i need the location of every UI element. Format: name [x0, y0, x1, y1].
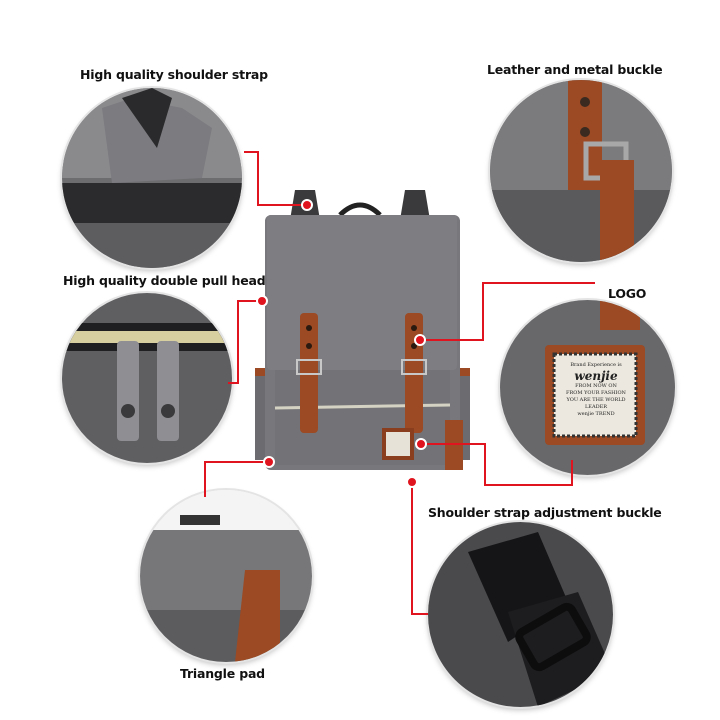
logo-line4: YOU ARE THE WORLD LEADER — [566, 397, 626, 410]
hotspot-pull-head-icon — [256, 295, 268, 307]
hotspot-triangle-pad-icon — [263, 456, 275, 468]
label-buckle: Leather and metal buckle — [487, 62, 663, 77]
logo-line5: wenjie TREND — [577, 411, 615, 417]
label-logo: LOGO — [608, 286, 647, 301]
label-adjust-buckle: Shoulder strap adjustment buckle — [428, 505, 662, 520]
logo-brand: wenjie — [574, 369, 618, 383]
detail-logo: Brand Experience is wenjie FROM NOW ON F… — [500, 300, 675, 475]
adjust-buckle-image — [428, 522, 613, 707]
connector-triangle-pad — [204, 461, 269, 497]
detail-adjust-buckle — [428, 522, 613, 707]
logo-line2: FROM NOW ON — [575, 383, 617, 389]
label-triangle-pad: Triangle pad — [180, 666, 265, 681]
label-pull-head: High quality double pull head — [63, 273, 266, 288]
hotspot-shoulder-strap-icon — [301, 199, 313, 211]
hotspot-logo-icon — [415, 438, 427, 450]
pull-head-image — [62, 293, 232, 463]
connector-shoulder-strap — [244, 151, 307, 206]
connector-logo — [421, 443, 573, 486]
connector-buckle — [420, 282, 595, 341]
logo-line3: FROM YOUR FASHION — [566, 390, 626, 396]
connector-adjust-buckle — [411, 482, 428, 615]
logo-line1: Brand Experience is — [570, 362, 622, 368]
logo-image — [500, 300, 675, 475]
label-shoulder-strap: High quality shoulder strap — [80, 67, 268, 82]
hotspot-adjust-buckle-icon — [406, 476, 418, 488]
logo-patch-text: Brand Experience is wenjie FROM NOW ON F… — [556, 362, 636, 418]
connector-pull-head — [228, 300, 262, 384]
hotspot-buckle-icon — [414, 334, 426, 346]
detail-pull-head — [62, 293, 232, 463]
